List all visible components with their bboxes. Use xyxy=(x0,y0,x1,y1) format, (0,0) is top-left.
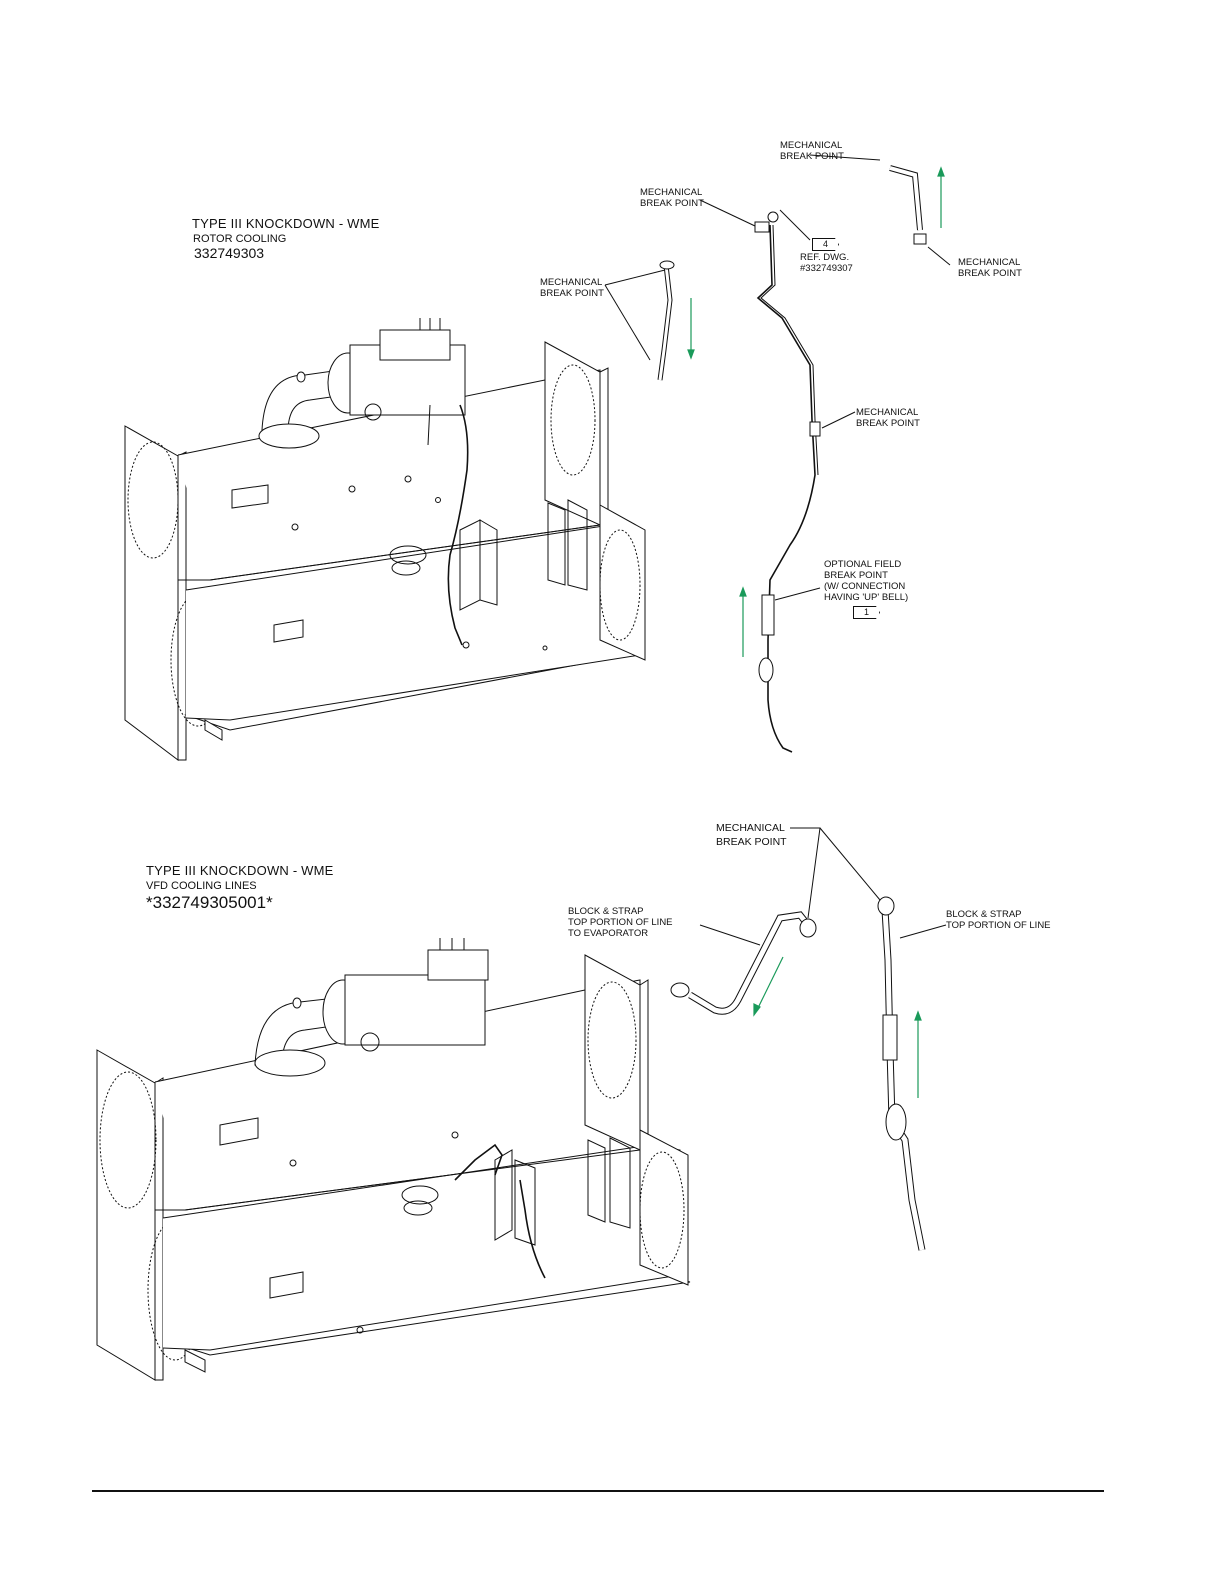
top-assembly-subtitle: ROTOR COOLING xyxy=(193,233,287,245)
top-assembly-title: TYPE III KNOCKDOWN - WME xyxy=(192,216,380,231)
footer-rule xyxy=(92,1490,1104,1492)
optional-flag: 1 xyxy=(853,606,881,619)
callout-ref-dwg: REF. DWG.#332749307 xyxy=(800,252,853,274)
top-chiller-assembly xyxy=(124,318,646,762)
flow-arrows xyxy=(687,166,945,1098)
top-assembly-part-number: 332749303 xyxy=(194,245,265,261)
top-piping xyxy=(604,154,951,753)
bottom-assembly-subtitle: VFD COOLING LINES xyxy=(146,880,257,892)
ref-flag: 4 xyxy=(812,238,840,251)
bottom-chiller-assembly xyxy=(96,938,691,1381)
bottom-assembly-part-number: *332749305001* xyxy=(146,893,273,912)
bottom-piping xyxy=(670,827,947,1251)
bottom-assembly-title: TYPE III KNOCKDOWN - WME xyxy=(146,863,334,878)
